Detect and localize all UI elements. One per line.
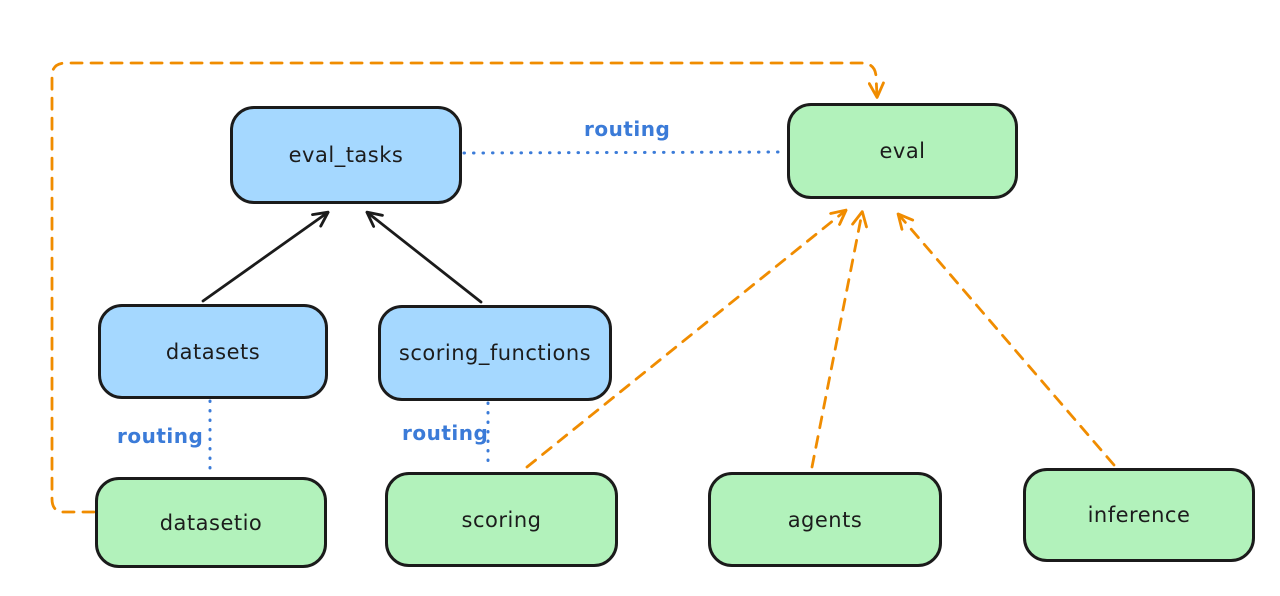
node-inference: inference: [1023, 468, 1255, 562]
edge-label-routing-top: routing: [584, 117, 671, 141]
node-datasetio: datasetio: [95, 477, 327, 568]
node-datasetio-label: datasetio: [159, 510, 263, 535]
node-eval: eval: [787, 103, 1018, 199]
edge-datasets-to-eval_tasks: [201, 210, 330, 303]
node-agents-label: agents: [787, 507, 863, 532]
node-inference-label: inference: [1087, 503, 1191, 527]
node-eval_tasks-label: eval_tasks: [288, 143, 404, 167]
edge-label-routing-left: routing: [117, 424, 204, 448]
node-scoring_functions: scoring_functions: [378, 305, 612, 401]
edge-scoring_functions-to-eval_tasks: [365, 210, 483, 304]
node-eval_tasks: eval_tasks: [230, 106, 462, 204]
node-eval-label: eval: [879, 139, 926, 163]
node-datasets: datasets: [98, 304, 328, 399]
node-scoring-label: scoring: [461, 507, 542, 532]
node-scoring: scoring: [385, 472, 618, 567]
edge-eval_tasks-to-eval-routing: [462, 150, 787, 155]
edge-inference-to-eval: [896, 212, 1116, 467]
edge-label-routing-mid: routing: [402, 421, 489, 445]
node-datasets-label: datasets: [165, 339, 261, 364]
edge-agents-to-eval: [810, 210, 868, 469]
node-scoring_functions-label: scoring_functions: [398, 341, 592, 365]
node-agents: agents: [708, 472, 942, 567]
